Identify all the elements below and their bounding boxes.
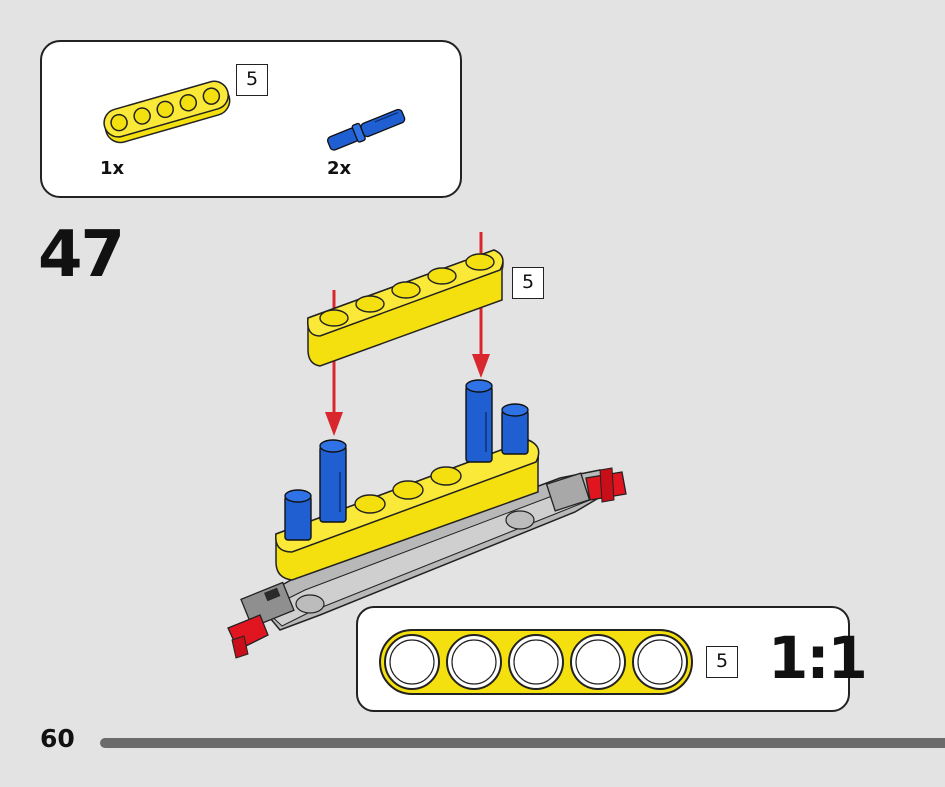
new-beam-icon (307, 249, 504, 367)
pin-count: 2x (327, 158, 352, 179)
parts-list-callout: 1x 5 2x (40, 40, 462, 198)
beam-part-icon (103, 80, 231, 144)
placed-beam-icon (275, 439, 540, 581)
beam-count: 1x (100, 158, 125, 179)
scale-length-badge: 5 (706, 646, 738, 678)
step-number: 47 (38, 218, 125, 292)
red-axle-icon (227, 467, 627, 659)
beam-length-badge: 5 (236, 64, 268, 96)
beam-scale-icon (379, 629, 693, 695)
blue-pin-icon (284, 379, 529, 541)
page-number: 60 (40, 724, 75, 753)
page-progress-bar (100, 738, 945, 748)
scale-label: 1:1 (768, 624, 868, 692)
scale-reference-callout: 5 1:1 (356, 606, 868, 712)
new-beam-length-badge: 5 (512, 267, 544, 299)
pin-part-icon (326, 108, 406, 151)
